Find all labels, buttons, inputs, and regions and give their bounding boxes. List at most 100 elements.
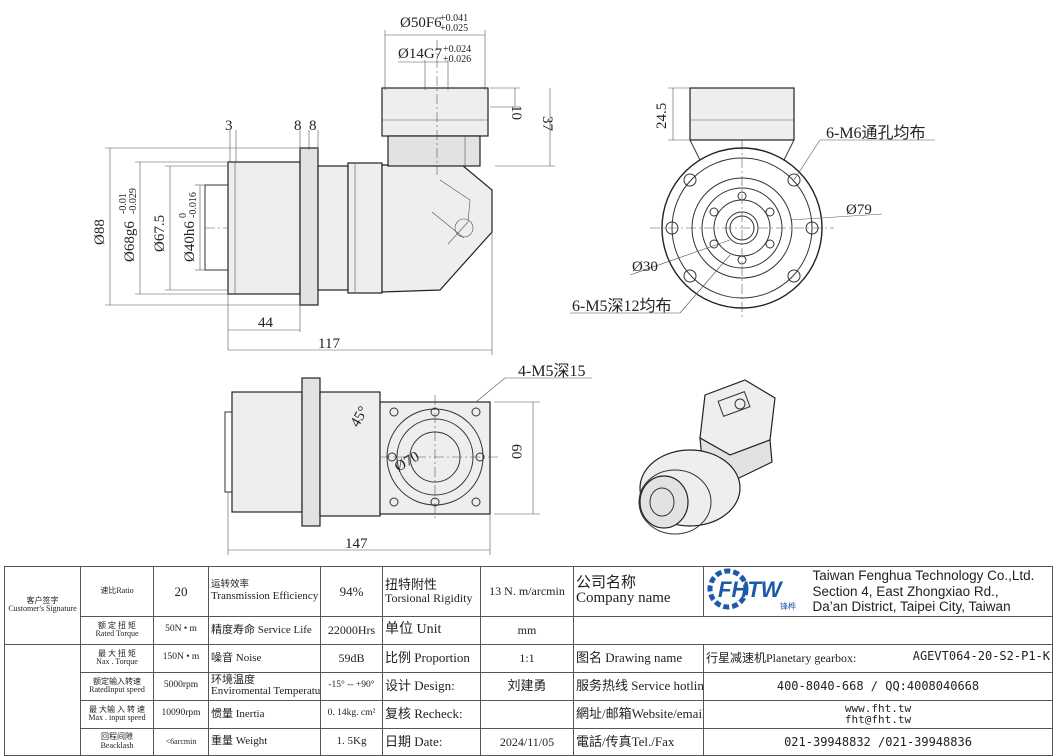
drawing-name-value: 行星减速机Planetary gearbox:AGEVT064-20-S2-P1… [703,643,1053,673]
design-label: 设计 Design: [382,671,481,701]
rated-input-speed-en: RatedInput speed [89,685,145,695]
efficiency-value: 94% [320,566,383,617]
proportion-en: Proportion [414,650,470,666]
dim-shaft-fit-tol-lower: +0.025 [440,23,468,34]
rated-input-speed-cn: 额定输入转速 [93,676,141,686]
max-input-speed-value: 10090rpm [153,699,209,729]
torsional-rigidity-en: Torsional Rigidity [385,590,473,605]
drawing-name-en: Drawing name [605,650,683,666]
service-hotline-cn: 服务热线 [576,678,629,694]
inertia-value: 0. 14kg. cm² [320,699,383,729]
weight-value: 1. 5Kg [320,727,383,756]
dim-68-tol-upper: -0.01 [118,193,129,214]
front-view: Ø50F6 +0.041 +0.025 Ø14G7 +0.024 +0.026 … [92,13,555,355]
dim-bore-fit: Ø14G7 [398,46,443,62]
isometric-view [638,379,776,535]
inertia-label: 惯量 Inertia [208,699,321,729]
drawing-name-label: 图名 Drawing name [573,643,704,673]
dim-68: Ø68g6 [122,221,138,262]
torsional-rigidity-value: 13 N. m/arcmin [480,566,574,617]
tel-cn: 電話/传真 [576,733,632,749]
website-en: Website/email [631,706,704,722]
side-view: 6-M6通孔均布 Ø79 Ø30 6-M5深12均布 24.5 [570,87,935,320]
noise-en: Noise [235,651,262,664]
design-en: Design: [414,678,455,694]
company-blank [573,616,1053,645]
website-cn: 網址/邮箱 [576,706,632,722]
dim-10: 10 [508,105,524,120]
dim-60: 60 [508,444,524,459]
tel-label: 電話/传真Tel./Fax [573,727,704,756]
rated-torque-en: Rated Torque [95,629,139,639]
temperature-cn: 环境温度 [211,673,255,686]
drawing-name-value-label: 行星减速机Planetary gearbox: [706,650,857,665]
technical-drawing: Ø50F6 +0.041 +0.025 Ø14G7 +0.024 +0.026 … [92,13,935,555]
service-life-en: Service Life [257,623,312,636]
title-block: 客户签字 Customer's Signature 速比Ratio 20 运转效… [4,566,1053,756]
ratio-cn: 速比 [100,586,117,596]
dim-68-tol-lower: -0.029 [128,188,139,214]
service-hotline-value: 400-8040-668 / QQ:4008040668 [703,671,1053,701]
max-torque-cn: 最 大 扭 矩 [98,648,136,658]
dim-117: 117 [318,336,340,352]
max-input-speed-cn: 最 大输 入 转 速 [89,704,145,714]
service-life-cn: 精度寿命 [211,623,255,636]
tel-value: 021-39948832 /021-39948836 [703,727,1053,756]
date-cn: 日期 [385,733,412,749]
label-holes-m5-15: 4-M5深15 [518,362,586,380]
dim-3: 3 [225,118,233,134]
company-address: Taiwan Fenghua Technology Co.,Ltd. Secti… [808,566,1053,617]
side-bolt-holes [665,173,819,283]
dim-bore-fit-tol-upper: +0.024 [443,44,471,55]
logo-sub: 锋桦 [780,601,796,611]
recheck-value [480,699,574,729]
customer-signature-en: Customer's Signature [8,604,77,614]
company-line2: Section 4, East Zhongxiao Rd., [812,583,999,599]
company-name-cn: 公司名称 [576,574,637,591]
website-email: fht@fht.tw [844,713,912,727]
dim-8a: 8 [294,118,302,134]
weight-en: Weight [235,735,268,748]
company-line3: Da’an District, Taipei City, Taiwan [812,599,1011,615]
max-torque-value: 150N • m [153,643,209,673]
date-en: Date: [414,733,443,749]
rated-torque-cn: 额 定 扭 矩 [98,620,136,630]
service-life-value: 22000Hrs [320,615,383,645]
dim-40: Ø40h6 [182,221,198,262]
website-label: 網址/邮箱Website/email [573,699,704,729]
efficiency-en: Transmission Efficiency [211,589,319,602]
signature-area [4,643,81,756]
date-label: 日期 Date: [382,727,481,756]
inertia-cn: 惯量 [211,707,233,720]
customer-signature-cn: 客户签字 [26,596,59,605]
rated-torque-value: 50N • m [153,615,209,645]
dim-79: Ø79 [846,202,872,218]
noise-label: 噪音 Noise [208,643,321,673]
ratio-en: Ratio [116,586,134,596]
noise-value: 59dB [320,643,383,673]
torsional-rigidity-cn: 扭特附性 [385,577,438,593]
weight-cn: 重量 [211,735,233,748]
customer-signature-cell: 客户签字 Customer's Signature [4,566,81,645]
ratio-label: 速比Ratio [80,566,154,617]
temperature-en: Enviromental Temperature [211,685,321,698]
max-input-speed-en: Max . input speed [88,713,146,723]
dim-40-tol-lower: -0.016 [188,192,199,218]
recheck-label: 复核 Recheck: [382,699,481,729]
dim-147: 147 [345,536,368,552]
ratio-value: 20 [153,566,209,617]
rated-input-speed-value: 5000rpm [153,671,209,701]
dim-shaft-fit: Ø50F6 [400,15,442,31]
date-value: 2024/11/05 [480,727,574,756]
logo-text: FHTW [718,577,784,602]
website-url: www.fht.tw [844,701,912,715]
dim-37: 37 [539,116,555,132]
dim-bore-fit-tol-lower: +0.026 [443,54,471,65]
company-name-en: Company name [576,590,671,607]
unit-cn: 单位 [385,621,413,637]
company-line1: Taiwan Fenghua Technology Co.,Ltd. [812,568,1035,584]
